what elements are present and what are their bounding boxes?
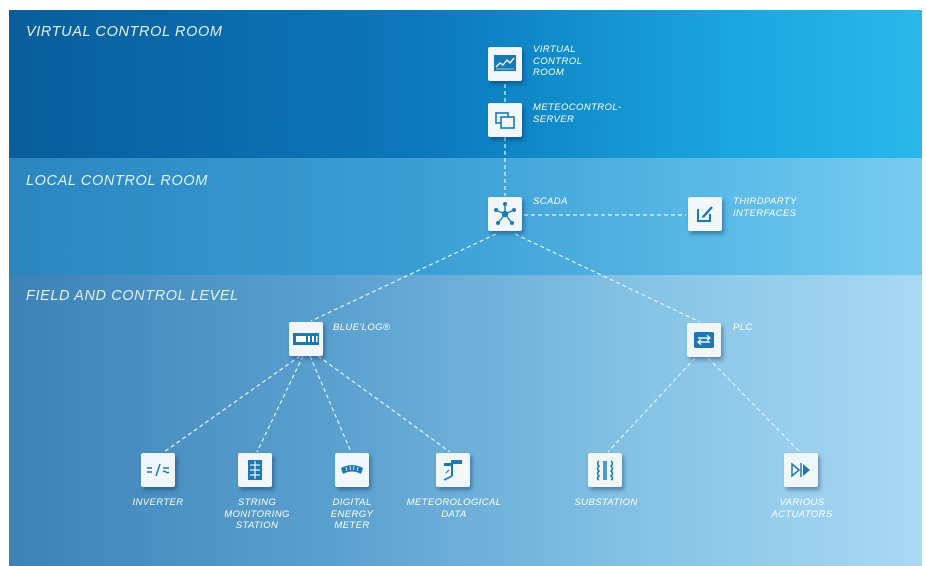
link-scada-plc xyxy=(514,233,701,323)
thirdparty-interfaces-label: THIRDPARTY INTERFACES xyxy=(733,196,797,219)
virtual-control-room-band: VIRTUAL CONTROL ROOM xyxy=(9,10,922,158)
scada-node[interactable] xyxy=(488,197,522,231)
link-bluelog-inverter xyxy=(163,355,301,453)
energy-meter-label: DIGITAL ENERGY METER xyxy=(330,497,374,531)
string-box-icon xyxy=(248,460,262,480)
energy-meter-node[interactable] xyxy=(335,453,369,487)
meter-gauge-icon xyxy=(341,465,363,474)
meteorological-data-label: METEOROLOGICAL DATA xyxy=(406,497,502,520)
virtual-control-room-label: VIRTUAL CONTROL ROOM xyxy=(533,44,583,78)
link-bluelog-string xyxy=(256,355,304,453)
actuators-node[interactable] xyxy=(784,453,818,487)
inverter-label: INVERTER xyxy=(132,497,184,508)
substation-node[interactable] xyxy=(588,453,622,487)
virtual-control-room-node[interactable] xyxy=(488,47,522,81)
actuators-label: VARIOUS ACTUATORS xyxy=(771,497,833,520)
link-bluelog-meteo xyxy=(317,355,451,453)
link-plc-actuators xyxy=(707,357,801,453)
network-hub-icon xyxy=(494,202,516,225)
inverter-icon xyxy=(147,463,170,477)
level-title-local: LOCAL CONTROL ROOM xyxy=(26,173,208,189)
string-monitoring-label: STRING MONITORING STATION xyxy=(224,497,290,531)
server-folder-icon xyxy=(495,112,515,129)
pen-square-icon xyxy=(697,206,713,222)
bidirectional-arrow-icon xyxy=(694,332,714,348)
chart-monitor-icon xyxy=(494,55,516,71)
link-bluelog-meter xyxy=(309,355,352,453)
meteocontrol-server-label: METEOCONTROL- SERVER xyxy=(533,102,622,125)
string-monitoring-node[interactable] xyxy=(238,453,272,487)
bluelog-node[interactable] xyxy=(289,322,323,356)
datalogger-icon xyxy=(293,333,319,345)
weather-sensor-icon xyxy=(443,460,462,481)
local-control-room-band: LOCAL CONTROL ROOM xyxy=(9,158,922,275)
level-title-virtual: VIRTUAL CONTROL ROOM xyxy=(26,24,223,40)
plc-label: PLC xyxy=(733,322,753,333)
meteocontrol-server-node[interactable] xyxy=(488,103,522,137)
link-scada-bluelog xyxy=(310,233,497,322)
transformer-icon xyxy=(596,460,614,481)
link-plc-substation xyxy=(607,357,696,453)
level-title-field: FIELD AND CONTROL LEVEL xyxy=(26,288,239,304)
actuator-icon xyxy=(791,462,810,478)
bluelog-label: BLUE'LOG® xyxy=(333,322,391,333)
substation-label: SUBSTATION xyxy=(574,497,638,508)
plc-node[interactable] xyxy=(687,323,721,357)
meteorological-data-node[interactable] xyxy=(436,453,470,487)
scada-label: SCADA xyxy=(533,196,568,207)
inverter-node[interactable] xyxy=(141,453,175,487)
thirdparty-interfaces-node[interactable] xyxy=(688,197,722,231)
